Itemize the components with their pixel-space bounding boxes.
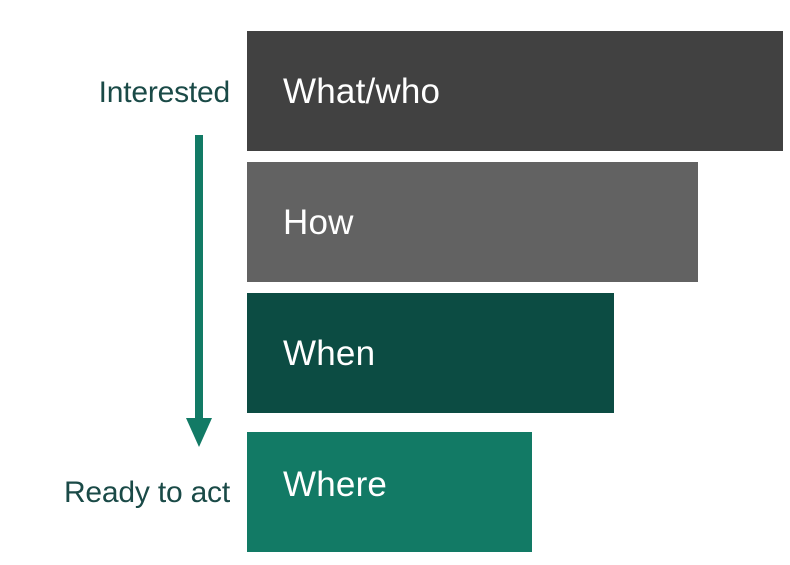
funnel-bar-how: How bbox=[247, 162, 698, 282]
arrow-down-icon bbox=[186, 135, 212, 447]
funnel-bar-when: When bbox=[247, 293, 614, 413]
funnel-bar-where: Where bbox=[247, 432, 532, 552]
funnel-bar-label: When bbox=[283, 333, 376, 373]
funnel-bar-label: Where bbox=[283, 464, 388, 504]
progression-arrow-icon bbox=[178, 130, 222, 452]
funnel-bar-what-who: What/who bbox=[247, 31, 783, 151]
stage-label-bottom: Ready to act bbox=[63, 476, 230, 509]
stage-label-top: Interested bbox=[98, 76, 231, 109]
funnel-bar-label: What/who bbox=[283, 71, 441, 111]
funnel-bar-label: How bbox=[283, 202, 354, 242]
